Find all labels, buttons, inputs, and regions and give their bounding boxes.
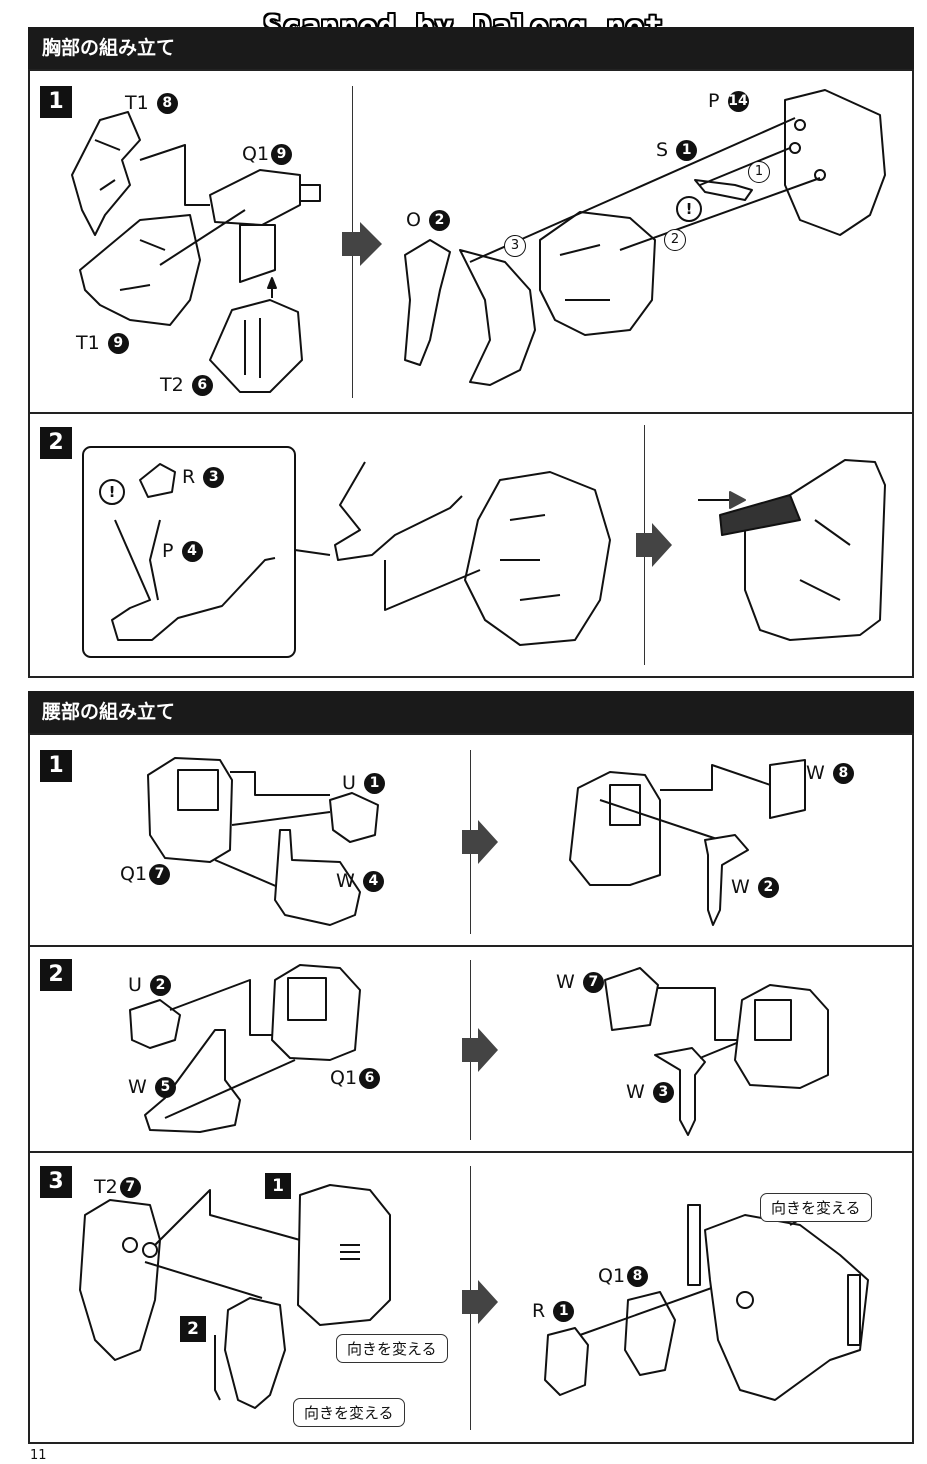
part-q1-bracket [209, 169, 321, 283]
part-lion-head [464, 471, 611, 646]
part-u-small [329, 792, 379, 843]
part-w7 [604, 967, 659, 1031]
part-label: P 4 [162, 540, 203, 562]
caution-icon: ! [676, 196, 702, 222]
order-marker: 2 [664, 229, 686, 251]
part-q1-8 [624, 1291, 676, 1376]
part-label: W 5 [128, 1076, 176, 1098]
part-label: U 2 [128, 974, 171, 996]
part-label: R 1 [532, 1300, 575, 1322]
note-change-direction: 向きを変える [293, 1398, 405, 1427]
part-label: R 3 [182, 466, 225, 488]
part-head-complete [719, 459, 886, 641]
part-u2 [129, 999, 181, 1049]
step-badge: 1 [40, 86, 72, 118]
part-t2-hip [79, 1199, 161, 1361]
section-title-chest: 胸部の組み立て [28, 27, 914, 69]
part-label: O 2 [406, 209, 451, 231]
order-marker: 3 [504, 235, 526, 257]
part-r1 [544, 1327, 589, 1396]
step-badge: 2 [40, 959, 72, 991]
part-lion-face [539, 211, 656, 336]
part-w-leg [274, 829, 361, 926]
section-title-waist: 腰部の組み立て [28, 691, 914, 733]
part-s-pin [694, 179, 753, 201]
part-label: P 14 [708, 90, 749, 112]
step-badge: 2 [40, 427, 72, 459]
part-label: W 7 [556, 971, 604, 993]
part-t2 [209, 299, 303, 393]
part-t1-upper [71, 111, 141, 236]
part-wing-assembled [334, 461, 463, 561]
part-label: S 1 [656, 139, 698, 161]
part-t1-face [79, 214, 201, 326]
part-p-frame [784, 89, 886, 236]
part-w5 [144, 1029, 241, 1133]
callout-badge: 2 [180, 1316, 206, 1342]
step-badge: 3 [40, 1166, 72, 1198]
part-q1-waist2 [271, 964, 361, 1061]
chest-step1-panel [28, 69, 914, 414]
part-w-spike [704, 834, 749, 926]
part-o-arm [404, 239, 536, 386]
part-q1-waist [147, 757, 233, 863]
order-marker: 1 [748, 161, 770, 183]
part-label: T2 6 [160, 374, 213, 396]
part-waist-assembled [569, 771, 661, 886]
part-label: T1 9 [76, 332, 129, 354]
callout-badge: 1 [265, 1173, 291, 1199]
part-label: T1 8 [125, 92, 178, 114]
note-change-direction: 向きを変える [336, 1334, 448, 1363]
note-change-direction: 向きを変える [760, 1193, 872, 1222]
part-w3 [654, 1047, 706, 1136]
part-hip-joint [214, 1297, 286, 1409]
part-p-wing [111, 519, 276, 641]
part-hip-complete [687, 1204, 869, 1401]
part-label: W 2 [731, 876, 779, 898]
part-label: U 1 [342, 772, 385, 794]
part-label: W 8 [806, 762, 854, 784]
part-label: W 4 [336, 870, 384, 892]
part-w-block [769, 759, 806, 819]
part-label: W 3 [626, 1081, 674, 1103]
page-number: 11 [30, 1448, 47, 1463]
part-r-small [139, 463, 176, 498]
part-hip-block [297, 1184, 391, 1326]
part-waist2-assembled [734, 984, 829, 1089]
caution-icon: ! [99, 479, 125, 505]
step-badge: 1 [40, 750, 72, 782]
